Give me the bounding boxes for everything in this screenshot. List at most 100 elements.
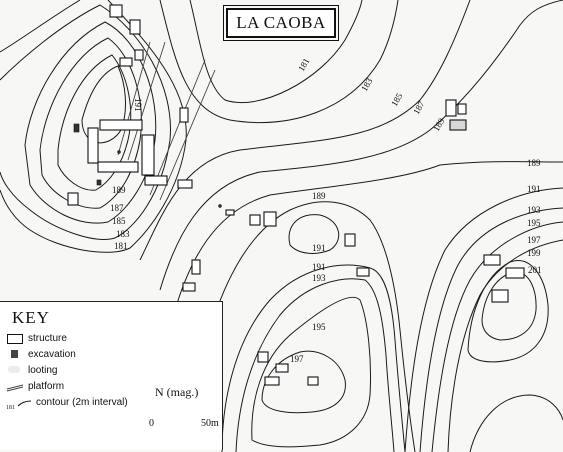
platform-line-b bbox=[127, 41, 166, 161]
key-label-looting: looting bbox=[28, 365, 58, 376]
label-183-west: 183 bbox=[116, 229, 130, 239]
excavation-point bbox=[117, 150, 121, 154]
excavation-plaza bbox=[73, 123, 80, 133]
label-189-east: 189 bbox=[527, 158, 541, 168]
contour-183-west bbox=[0, 4, 171, 240]
structure-sw-g bbox=[67, 192, 79, 206]
contour-191-south bbox=[221, 264, 406, 452]
contour-189-west bbox=[57, 54, 132, 191]
contour-193-south bbox=[235, 278, 395, 452]
excavation-plaza-b bbox=[96, 179, 102, 186]
label-185-west: 185 bbox=[112, 216, 126, 226]
contour-191-east bbox=[404, 187, 563, 452]
contour-195-south bbox=[251, 296, 371, 448]
key-row-platform: platform bbox=[6, 381, 64, 392]
structure-south-c bbox=[264, 376, 280, 386]
structure-center-b bbox=[263, 211, 277, 227]
label-191-east: 191 bbox=[527, 184, 541, 194]
structure-north-b bbox=[129, 19, 141, 35]
label-191-center: 191 bbox=[312, 243, 326, 253]
label-199-east: 199 bbox=[527, 248, 541, 258]
label-183-north: 183 bbox=[359, 76, 375, 93]
contour-189-diag bbox=[174, 161, 563, 311]
contour-181-west-b bbox=[0, 0, 187, 253]
label-187-west: 187 bbox=[110, 203, 124, 213]
key-row-looting: looting bbox=[6, 365, 57, 376]
structure-ne-c bbox=[449, 119, 467, 131]
key-label-contour: contour (2m interval) bbox=[36, 397, 128, 408]
north-arrow-label: N (mag.) bbox=[155, 385, 199, 399]
platform-icon bbox=[6, 382, 24, 392]
contour-187-west bbox=[39, 37, 142, 209]
key-label-platform: platform bbox=[28, 381, 65, 392]
label-189-center: 189 bbox=[312, 191, 326, 201]
structure-north-a bbox=[109, 4, 123, 18]
structure-south-d bbox=[307, 376, 319, 386]
contour-199-east bbox=[467, 260, 549, 363]
label-197-east: 197 bbox=[527, 235, 541, 245]
contour-191-center bbox=[288, 214, 340, 254]
contour-181-west bbox=[0, 0, 81, 53]
contour-labels: 181 183 185 187 189 191 189 187 185 183 … bbox=[110, 56, 542, 364]
contour-187-diag bbox=[159, 0, 563, 291]
label-185-north: 185 bbox=[389, 91, 405, 108]
scale-start-label: 0 bbox=[149, 418, 154, 429]
structure-plaza-east bbox=[141, 134, 155, 176]
structure-ne-b bbox=[457, 103, 467, 115]
structure-south-a bbox=[257, 351, 269, 363]
contour-east-inner bbox=[469, 394, 563, 452]
key-row-structure: structure bbox=[6, 333, 67, 344]
label-193-east: 193 bbox=[527, 205, 541, 215]
key-row-contour: 181 contour (2m interval) bbox=[6, 397, 128, 411]
excavation-icon bbox=[6, 349, 24, 360]
label-187-north: 187 bbox=[411, 99, 427, 116]
structure-center-c bbox=[225, 209, 235, 216]
excavation-point-b bbox=[218, 204, 222, 208]
contour-189-center bbox=[209, 201, 416, 452]
label-197-south: 197 bbox=[290, 354, 304, 364]
structure-plaza-west bbox=[87, 127, 99, 164]
structure-mid-e bbox=[179, 107, 189, 123]
structure-icon bbox=[6, 333, 24, 344]
contour-193-east bbox=[419, 207, 563, 452]
label-191-south: 191 bbox=[312, 262, 326, 272]
label-189-west: 189 bbox=[112, 185, 126, 195]
structure-plaza-se bbox=[144, 175, 168, 186]
key-heading: KEY bbox=[12, 308, 50, 327]
scale-end-label: 50m bbox=[201, 418, 219, 429]
structure-center-d bbox=[344, 233, 356, 247]
contour-181-diag bbox=[189, 0, 363, 104]
contour-185-diag bbox=[139, 0, 471, 261]
label-191-plaza: 191 bbox=[133, 98, 143, 112]
contour-185-west bbox=[24, 21, 157, 224]
looting-icon bbox=[6, 365, 24, 376]
structure-north-d bbox=[134, 49, 144, 61]
label-195-east: 195 bbox=[527, 218, 541, 228]
structure-ne-a bbox=[445, 99, 457, 117]
structure-plaza-south bbox=[97, 161, 139, 173]
structure-north-c bbox=[119, 57, 133, 67]
structure-plaza-north bbox=[99, 119, 143, 131]
label-193-south: 193 bbox=[312, 273, 326, 283]
map-title: LA CAOBA bbox=[223, 5, 339, 41]
platform-line-a bbox=[117, 41, 151, 156]
key-label-excavation: excavation bbox=[28, 349, 76, 360]
label-181-west: 181 bbox=[114, 241, 128, 251]
key-row-excavation: excavation bbox=[6, 349, 76, 360]
structure-south-b bbox=[275, 363, 289, 373]
contour-195-east bbox=[431, 221, 563, 452]
structure-center-e bbox=[191, 259, 201, 275]
contour-icon: 181 bbox=[6, 398, 32, 411]
platform-line-d bbox=[149, 59, 206, 196]
label-201-east: 201 bbox=[528, 265, 542, 275]
contour-197-east bbox=[447, 239, 563, 452]
structure-center-a bbox=[249, 214, 261, 226]
key-label-structure: structure bbox=[28, 333, 67, 344]
label-189-ne: 189 bbox=[431, 116, 447, 133]
platform-line-c bbox=[159, 69, 216, 201]
contour-201-east bbox=[481, 271, 537, 341]
structure-center-g bbox=[356, 267, 370, 277]
structure-mid-f bbox=[177, 179, 193, 189]
